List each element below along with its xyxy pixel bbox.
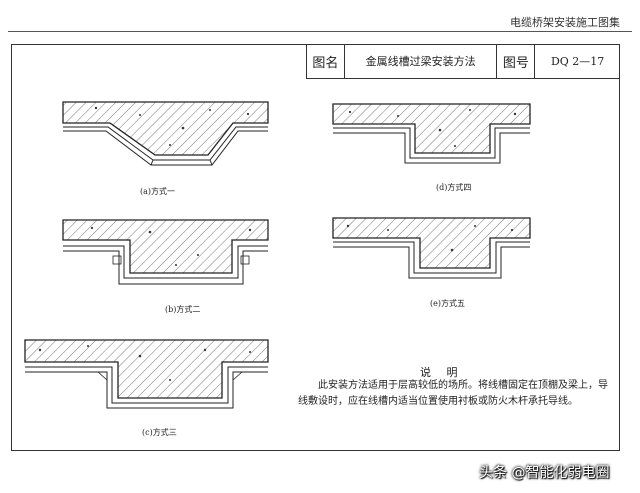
caption-a: (a)方式一 xyxy=(140,187,176,196)
section-e xyxy=(332,217,531,279)
header-rule xyxy=(8,31,632,32)
caption-d: (d)方式四 xyxy=(436,183,472,192)
drawing-frame xyxy=(11,44,620,451)
section-a xyxy=(62,101,269,166)
notes-heading: 说 明 xyxy=(420,366,464,379)
caption-b: (b)方式二 xyxy=(165,305,201,314)
drawing-name: 金属线槽过梁安装方法 xyxy=(345,44,498,78)
watermark: 头条 @智能化弱电圈 xyxy=(479,465,610,481)
caption-e: (e)方式五 xyxy=(430,299,465,308)
section-b xyxy=(62,219,269,285)
drawing-name-label: 图名 xyxy=(307,44,345,78)
caption-c: (c)方式三 xyxy=(142,428,177,437)
section-d xyxy=(332,103,531,164)
title-block: 图名 金属线槽过梁安装方法 图号 DQ 2—17 xyxy=(306,44,620,79)
drawing-set-title: 电缆桥架安装施工图集 xyxy=(510,16,620,29)
drawing-number-label: 图号 xyxy=(497,44,536,78)
section-c xyxy=(24,339,269,409)
notes-text: 此安装方法适用于层高较低的场所。将线槽固定在顶棚及梁上，导线敷设时，应在线槽内适… xyxy=(298,380,608,407)
drawing-number: DQ 2—17 xyxy=(550,54,605,68)
